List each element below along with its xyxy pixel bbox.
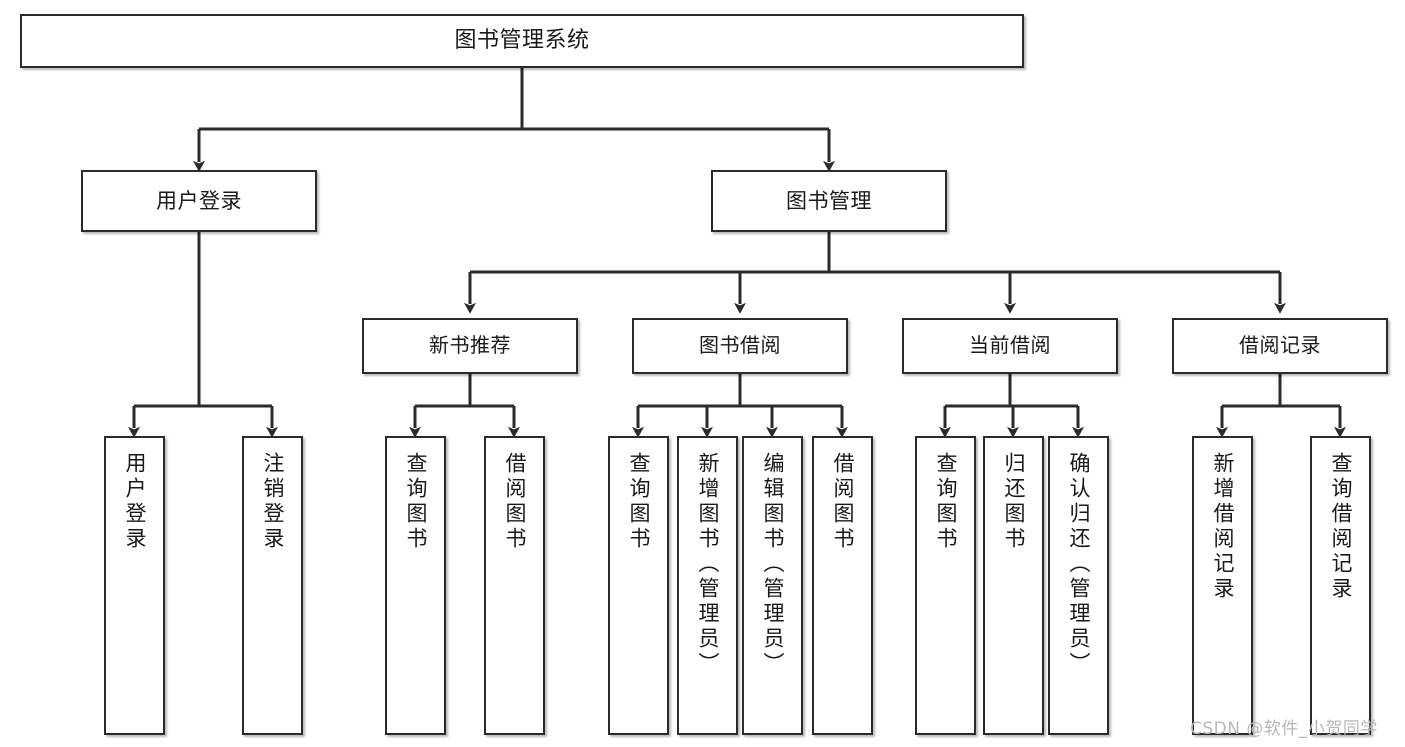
node-book-borrow[interactable]: 图书借阅	[632, 318, 848, 374]
node-borrow-record[interactable]: 借阅记录	[1172, 318, 1388, 374]
node-label: 编辑图书（管理员）	[761, 452, 785, 677]
node-user-login[interactable]: 用户登录	[81, 170, 317, 232]
node-label: 用户登录	[156, 188, 242, 213]
leaf-user-login[interactable]: 用户登录	[104, 436, 165, 735]
node-label: 当前借阅	[969, 333, 1051, 358]
leaf-confirm-return-admin[interactable]: 确认归还（管理员）	[1048, 436, 1109, 735]
leaf-borrow-book-borrow[interactable]: 借阅图书	[812, 436, 873, 735]
node-label: 查询图书	[404, 452, 428, 552]
node-label: 新增借阅记录	[1211, 452, 1235, 602]
node-label: 借阅图书	[831, 452, 855, 552]
leaf-edit-book-admin[interactable]: 编辑图书（管理员）	[742, 436, 803, 735]
leaf-logout-login[interactable]: 注销登录	[242, 436, 303, 735]
leaf-query-book-current[interactable]: 查询图书	[915, 436, 976, 735]
node-label: 查询图书	[627, 452, 651, 552]
node-new-book-recommend[interactable]: 新书推荐	[362, 318, 578, 374]
node-label: 注销登录	[261, 452, 285, 552]
node-label: 用户登录	[123, 452, 147, 552]
node-label: 借阅图书	[503, 452, 527, 552]
node-book-management[interactable]: 图书管理	[711, 170, 947, 232]
node-label: 图书管理	[786, 188, 872, 213]
leaf-query-borrow-record[interactable]: 查询借阅记录	[1310, 436, 1371, 735]
leaf-add-book-admin[interactable]: 新增图书（管理员）	[677, 436, 738, 735]
node-label: 归还图书	[1002, 452, 1026, 552]
node-current-borrow[interactable]: 当前借阅	[902, 318, 1118, 374]
node-label: 图书借阅	[699, 333, 781, 358]
node-label: 新增图书（管理员）	[696, 452, 720, 677]
node-label: 图书管理系统	[454, 28, 590, 54]
node-label: 确认归还（管理员）	[1067, 452, 1091, 677]
node-label: 新书推荐	[429, 333, 511, 358]
leaf-add-borrow-record[interactable]: 新增借阅记录	[1192, 436, 1253, 735]
node-label: 借阅记录	[1239, 333, 1321, 358]
leaf-query-book-recommend[interactable]: 查询图书	[385, 436, 446, 735]
csdn-watermark: CSDN @软件_小贺同学	[1190, 719, 1378, 739]
leaf-borrow-book-recommend[interactable]: 借阅图书	[484, 436, 545, 735]
leaf-return-book[interactable]: 归还图书	[983, 436, 1044, 735]
node-root-system[interactable]: 图书管理系统	[20, 14, 1024, 68]
node-label: 查询借阅记录	[1329, 452, 1353, 602]
leaf-query-book-borrow[interactable]: 查询图书	[608, 436, 669, 735]
node-label: 查询图书	[934, 452, 958, 552]
